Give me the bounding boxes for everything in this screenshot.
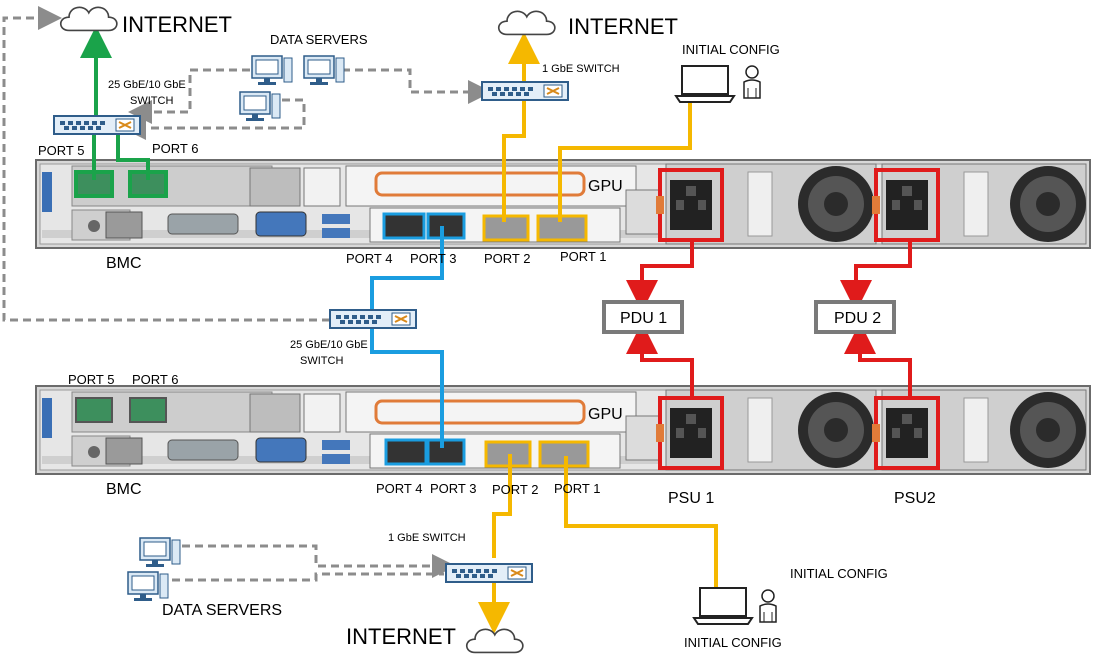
gray-link-data-servers-top-a [128, 68, 250, 124]
port4-label-top: PORT 4 [346, 251, 392, 266]
port1-label-top: PORT 1 [560, 249, 606, 264]
internet-label-top-left: INTERNET [122, 12, 232, 37]
data-server-monitor-icon [127, 571, 169, 602]
red-link-psu2-bottom [844, 322, 912, 398]
yellow-link-bottom-port2 [492, 454, 512, 558]
port6-label-bottom: PORT 6 [132, 372, 178, 387]
switch-1gbe-top [481, 81, 569, 101]
port-4-top [382, 212, 426, 240]
port6-label-top: PORT 6 [152, 141, 198, 156]
switch-25gbe-top [53, 115, 141, 135]
data-server-monitor-icon [239, 91, 281, 122]
initial-config-label-bottom-right: INITIAL CONFIG [790, 566, 888, 581]
blue-link-bottom-port3 [370, 328, 444, 448]
switch-1gbe-label-top: 1 GbE SWITCH [542, 63, 620, 75]
initial-config-label-bottom: INITIAL CONFIG [684, 635, 782, 650]
internet-cloud-top-center-icon [497, 10, 556, 36]
data-servers-label-top: DATA SERVERS [270, 32, 368, 47]
port3-label-bottom: PORT 3 [430, 481, 476, 496]
red-link-psu2-top [840, 240, 912, 312]
gpu-label-top: GPU [588, 178, 623, 195]
psu2-label: PSU2 [894, 490, 936, 507]
initial-config-label-top: INITIAL CONFIG [682, 42, 780, 57]
switch-1gbe-bottom [445, 563, 533, 583]
switch-25gbe-mid [329, 309, 417, 329]
laptop-icon [693, 587, 753, 625]
switch-25gbe-label-mid-2: SWITCH [300, 355, 343, 367]
port-1-top [536, 214, 588, 242]
switch-1gbe-label-bottom: 1 GbE SWITCH [388, 532, 466, 544]
red-link-psu1-top [626, 240, 694, 312]
port3-label-top: PORT 3 [410, 251, 456, 266]
port-5-bottom [75, 397, 113, 423]
port2-label-bottom: PORT 2 [492, 482, 538, 497]
laptop-icon [675, 65, 735, 103]
port2-label-top: PORT 2 [484, 251, 530, 266]
person-icon [743, 65, 761, 99]
internet-cloud-bottom-icon [465, 628, 524, 654]
data-server-monitor-icon [251, 55, 293, 86]
pdu2-box [814, 300, 896, 334]
data-servers-label-bottom: DATA SERVERS [162, 602, 282, 619]
switch-25gbe-label-top: 25 GbE/10 GbE [108, 79, 186, 91]
data-server-monitor-icon [139, 537, 181, 568]
port1-label-bottom: PORT 1 [554, 481, 600, 496]
port-6-bottom [129, 397, 167, 423]
psu1-label: PSU 1 [668, 490, 714, 507]
red-link-psu1-bottom [626, 322, 694, 398]
green-link-port6 [116, 132, 150, 180]
internet-label-bottom: INTERNET [346, 624, 456, 649]
port4-label-bottom: PORT 4 [376, 481, 422, 496]
switch-25gbe-label-mid: 25 GbE/10 GbE [290, 339, 368, 351]
person-icon [759, 589, 777, 623]
port-3-top [426, 212, 466, 240]
internet-cloud-top-left-icon [59, 6, 118, 32]
blue-link-top-port3 [370, 226, 444, 312]
bmc-label-top: BMC [106, 255, 142, 272]
gpu-slot-top [374, 171, 586, 197]
port-4-bottom [384, 438, 428, 466]
pdu1-label: PDU 1 [620, 310, 667, 327]
gray-link-mgmt-loop [2, 6, 330, 322]
yellow-link-bottom-port1 [564, 456, 718, 590]
bmc-label-bottom: BMC [106, 481, 142, 498]
gpu-label-bottom: GPU [588, 406, 623, 423]
data-server-monitor-icon [303, 55, 345, 86]
internet-label-top-center: INTERNET [568, 14, 678, 39]
gray-link-data-servers-top-b [122, 98, 306, 140]
port5-label-top: PORT 5 [38, 143, 84, 158]
pdu1-box [602, 300, 684, 334]
port5-label-bottom: PORT 5 [68, 372, 114, 387]
yellow-link-top-port1 [558, 102, 692, 222]
gray-link-data-servers-bottom-a [182, 544, 456, 578]
gpu-slot-bottom [374, 399, 586, 425]
yellow-link-top-port2 [502, 100, 526, 222]
pdu2-label: PDU 2 [834, 310, 881, 327]
switch-25gbe-label-top-2: SWITCH [130, 95, 173, 107]
port-3-bottom [426, 438, 466, 466]
gray-link-data-servers-bottom-b [172, 572, 444, 582]
gray-link-data-servers-to-1gbe [342, 68, 492, 104]
